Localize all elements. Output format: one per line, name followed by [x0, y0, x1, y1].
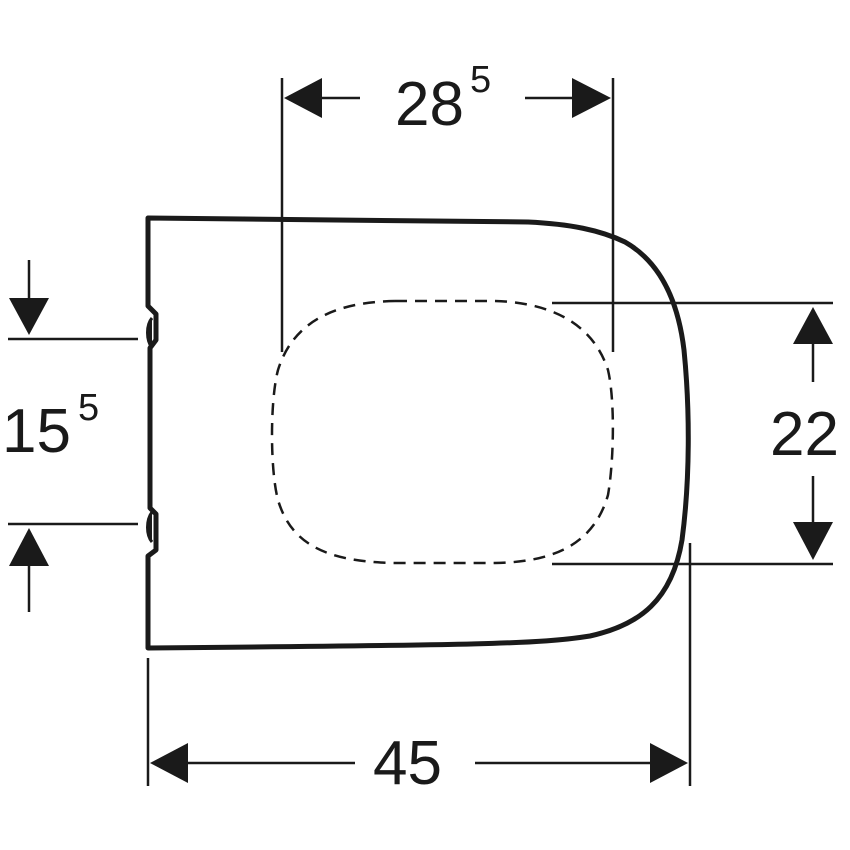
arrow-right-icon — [572, 78, 611, 118]
hinge-bump-bottom — [146, 511, 154, 543]
arrow-up-icon — [793, 307, 833, 344]
top-dim-superscript: 5 — [470, 59, 491, 101]
seat-outline — [145, 215, 691, 651]
hinge-bump-top — [146, 317, 154, 349]
arrow-left-icon — [150, 743, 188, 783]
left-dim-value: 15 — [2, 397, 71, 466]
arrow-left-icon — [284, 78, 322, 118]
top-dim-value: 28 — [395, 70, 464, 139]
left-dim-superscript: 5 — [78, 387, 99, 429]
bottom-dim-value: 45 — [373, 729, 442, 798]
arrow-right-icon — [650, 743, 688, 783]
seat-opening-dashed — [270, 299, 615, 565]
arrow-up-icon — [9, 528, 49, 566]
right-dim-value: 22 — [770, 400, 839, 469]
arrow-down-icon — [793, 522, 833, 560]
arrow-down-icon — [9, 298, 49, 335]
